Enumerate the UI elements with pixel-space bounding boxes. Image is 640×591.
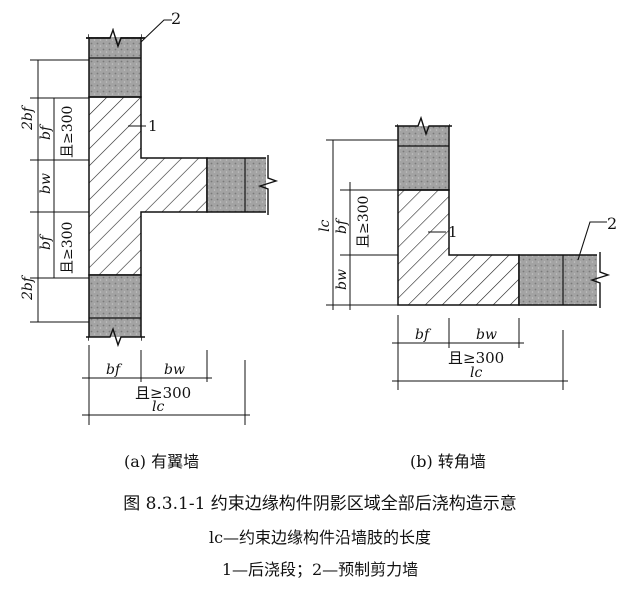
callout-1-b: 1 [448,223,458,241]
dim-min-300-lower-a: 且≥300 [60,222,76,274]
callout-leader-2-a [140,19,172,43]
dim-min-300-upper-a: 且≥300 [60,106,76,158]
legend-items: 1—后浇段；2—预制剪力墙 [221,560,419,579]
dim-bw-a: bw [38,173,54,194]
dim-bf-b: bf [334,217,350,234]
callout-leader-2-b [577,221,607,261]
dim-bf-upper-a: bf [38,123,54,140]
precast-wall-top-b [397,124,450,191]
diagram-canvas: 2 1 2bf bf 且≥300 bw bf 且≥300 2bf [20,9,617,471]
figure-b: 1 2 lc bf 且≥300 bw bf bw 且≥300 lc (b) [317,115,617,471]
bottom-dimension-chain-a [82,345,250,425]
precast-wall-top-a [88,34,142,98]
bottom-dimension-chain-b [392,315,568,390]
bottom-min-300-a: 且≥300 [135,384,191,402]
dim-2bf-lower-a: 2bf [20,274,36,301]
callout-2-b: 2 [607,214,617,233]
break-line-right-a [257,155,279,215]
callout-2-a: 2 [171,9,181,28]
precast-wall-right-b [518,254,604,306]
bottom-bf-b: bf [415,327,432,343]
dim-2bf-upper-a: 2bf [20,104,36,131]
break-line-right-b [589,252,611,308]
dim-bw-b: bw [334,269,350,290]
break-line-bottom-a [86,326,145,348]
break-line-top-b [395,115,452,137]
caption-a: (a) 有翼墙 [124,452,199,471]
left-dimension-chain-a [30,59,89,323]
cast-in-place-zone-b [397,189,520,306]
dim-min-300-b: 且≥300 [356,196,372,248]
bottom-bw-b: bw [476,327,497,343]
bottom-lc-a: lc [152,399,164,415]
left-dimension-chain-b [326,139,398,310]
bottom-bf-a: bf [106,362,123,378]
precast-wall-bottom-a [88,274,142,341]
legend-lc: lc—约束边缘构件沿墙肢的长度 [208,528,432,547]
bottom-min-300-b: 且≥300 [448,349,504,367]
dim-lc-b: lc [317,220,333,232]
figure-a: 2 1 2bf bf 且≥300 bw bf 且≥300 2bf [20,9,279,471]
bottom-lc-b: lc [470,365,482,381]
figure-title: 图 8.3.1-1 约束边缘构件阴影区域全部后浇构造示意 [123,494,517,514]
callout-1-a: 1 [148,117,158,135]
caption-b: (b) 转角墙 [410,452,486,471]
dim-bf-lower-a: bf [38,233,54,250]
bottom-bw-a: bw [164,362,185,378]
